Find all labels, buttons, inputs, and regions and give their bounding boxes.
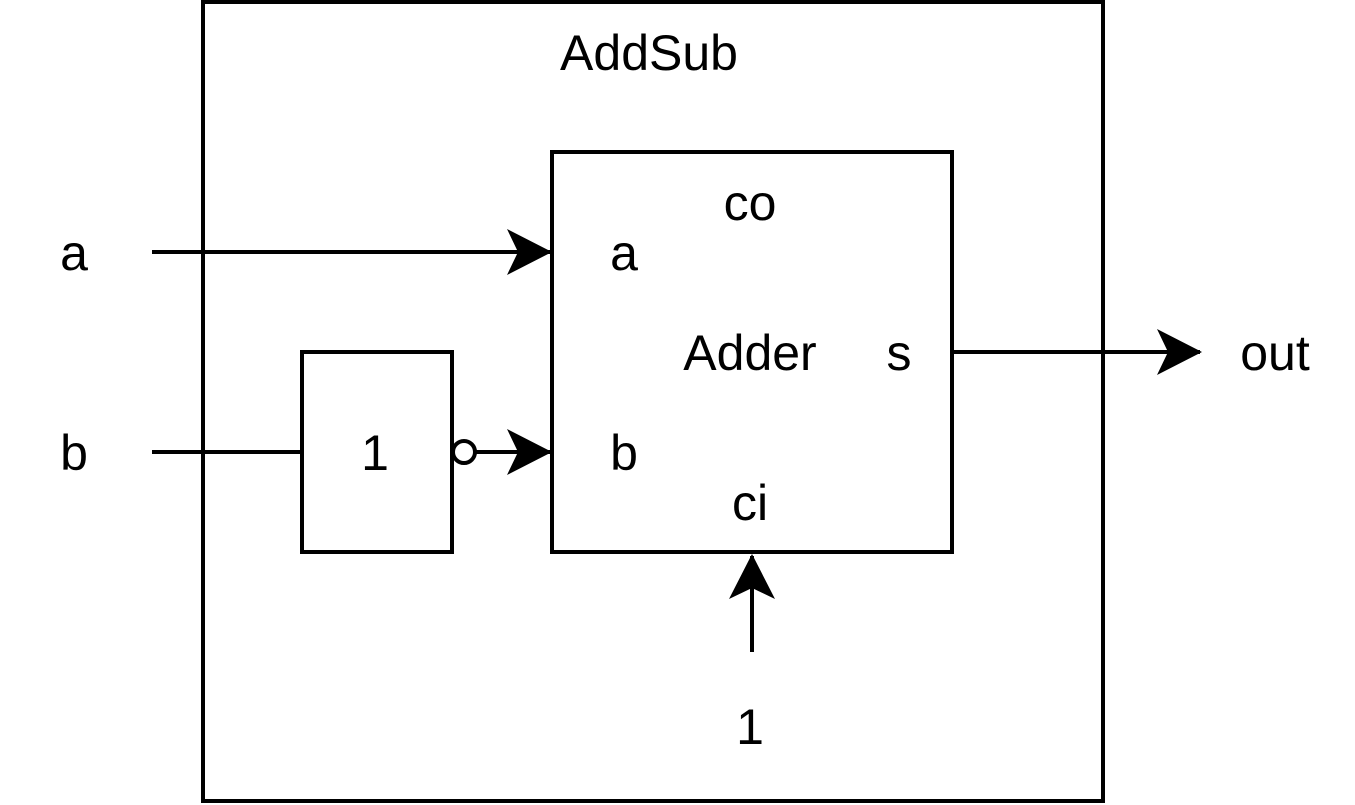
not-gate-label: 1	[361, 425, 389, 481]
input-a-label: a	[60, 225, 88, 281]
arrowhead-a	[507, 229, 552, 275]
adder-port-s: s	[887, 325, 912, 381]
inversion-bubble	[451, 439, 477, 465]
arrowhead-out	[1157, 329, 1202, 375]
adder-title: Adder	[683, 325, 816, 381]
adder-port-b: b	[610, 425, 638, 481]
addsub-title: AddSub	[560, 25, 738, 81]
adder-port-a: a	[610, 225, 638, 281]
arrowhead-ci	[729, 554, 775, 599]
input-b-label: b	[60, 425, 88, 481]
adder-port-ci: ci	[732, 475, 768, 531]
carry-in-constant: 1	[736, 699, 764, 755]
addsub-block	[201, 0, 1105, 803]
adder-port-co: co	[724, 175, 777, 231]
arrowhead-b	[507, 429, 552, 475]
output-label: out	[1240, 325, 1310, 381]
